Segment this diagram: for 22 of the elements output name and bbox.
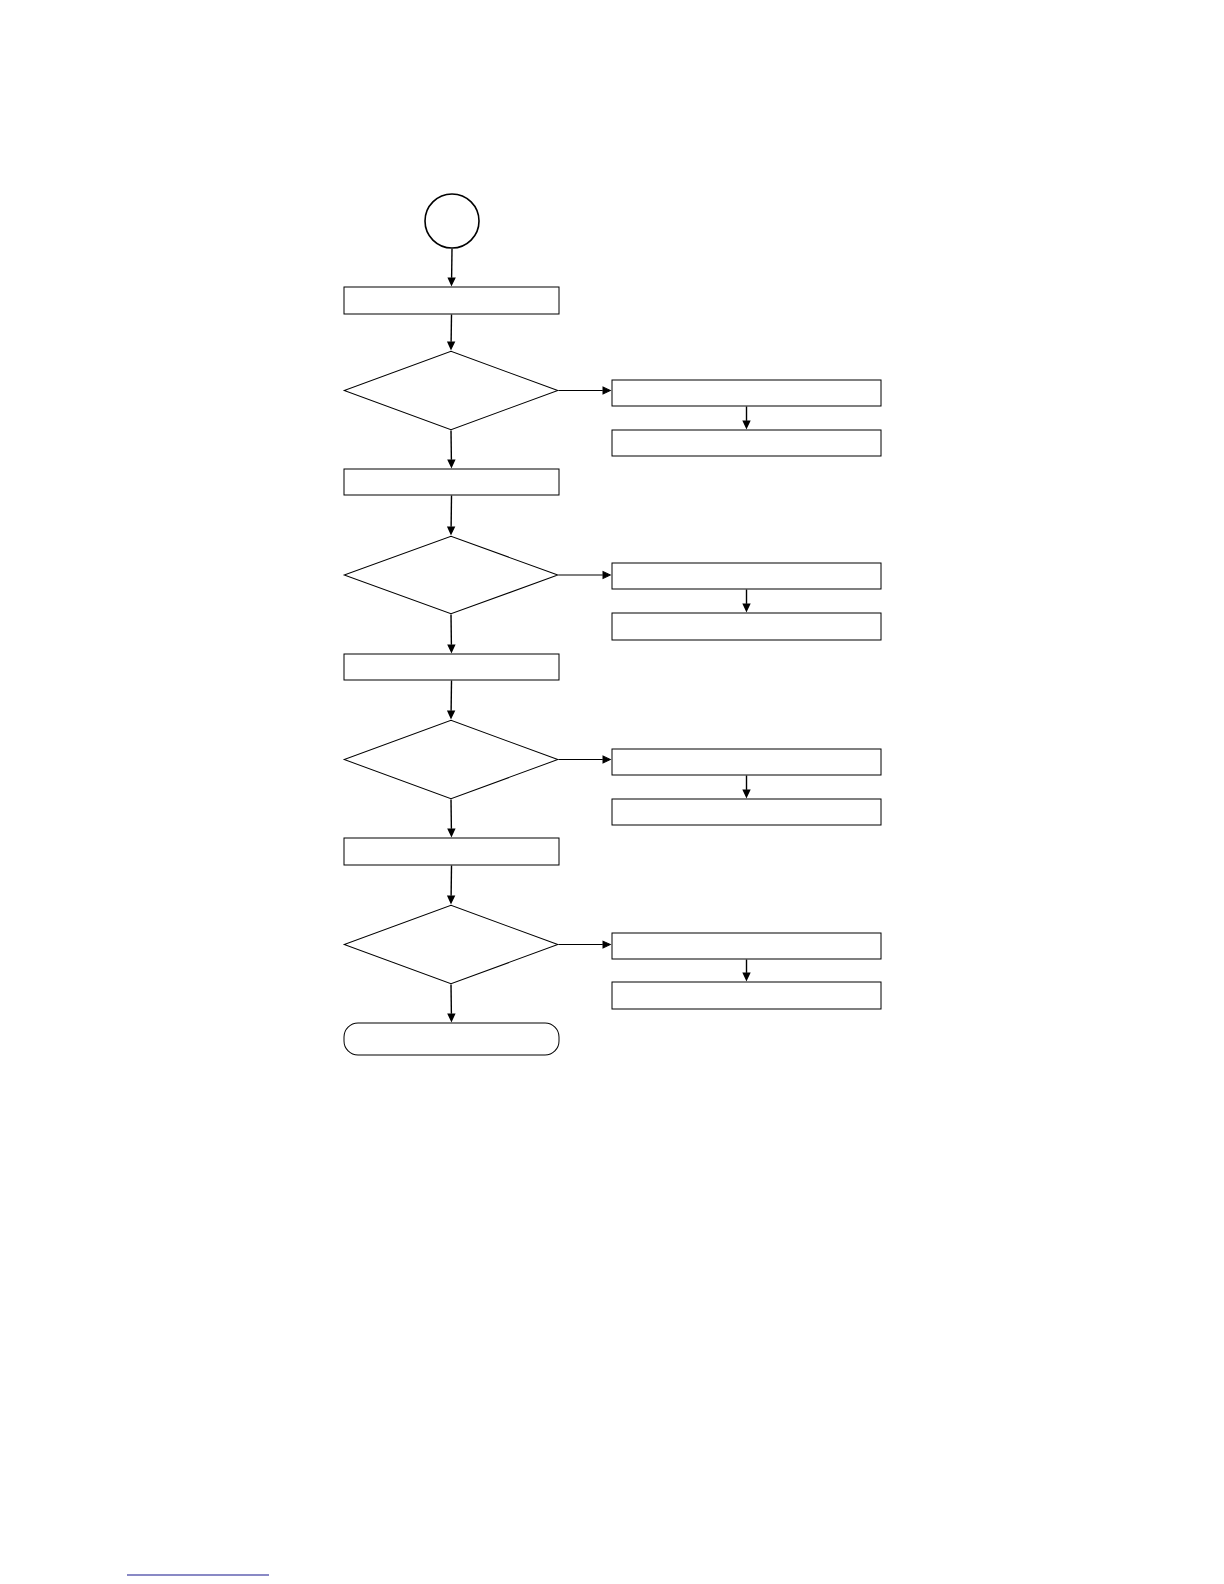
process-box <box>611 798 882 826</box>
arrow <box>558 386 611 395</box>
start-circle <box>424 193 480 249</box>
process-box <box>343 286 560 315</box>
terminal-box <box>343 1022 560 1056</box>
arrow <box>558 940 611 949</box>
process-box <box>611 562 882 590</box>
process-box <box>611 612 882 641</box>
decision-diamond <box>343 904 559 985</box>
arrow <box>558 571 611 579</box>
process-box <box>343 468 560 496</box>
decision-diamond <box>343 719 559 800</box>
process-box <box>343 837 560 866</box>
process-box <box>343 653 560 681</box>
decision-diamond <box>343 535 559 615</box>
arrow <box>558 755 611 764</box>
process-box <box>611 981 882 1010</box>
process-box <box>611 748 882 776</box>
process-box <box>611 429 882 457</box>
decision-diamond <box>343 350 559 431</box>
process-box <box>611 379 882 407</box>
process-box <box>611 932 882 960</box>
